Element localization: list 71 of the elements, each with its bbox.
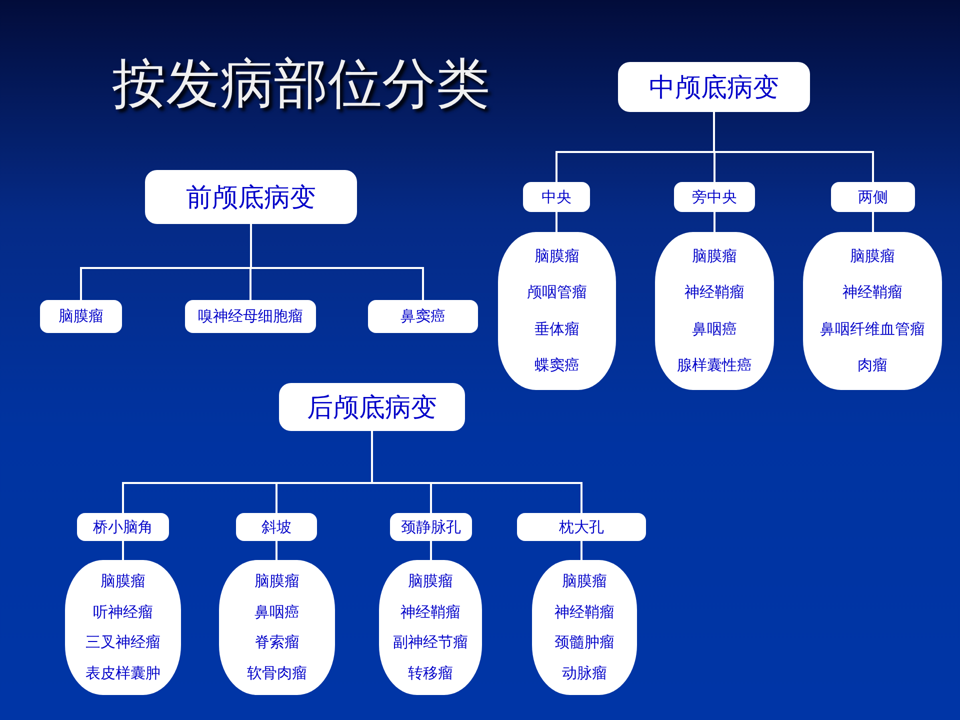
tumor-list-box xyxy=(532,560,637,695)
tumor-list-box xyxy=(803,232,942,390)
node-text: 蝶窦癌 xyxy=(534,356,580,376)
subcategory-box xyxy=(236,513,317,541)
subcategory-box xyxy=(517,513,646,541)
node-text: 嗅神经母细胞瘤 xyxy=(198,307,303,326)
node-text: 动脉瘤 xyxy=(562,664,607,684)
node-text: 旁中央 xyxy=(692,188,737,206)
connector-line xyxy=(430,541,432,560)
tumor-list-box xyxy=(498,232,616,390)
connector-line xyxy=(122,541,124,560)
connector-line xyxy=(580,541,582,560)
node-text: 桥小脑角 xyxy=(93,518,153,536)
connector-line xyxy=(714,212,716,232)
tumor-list-box xyxy=(379,560,482,695)
node-text: 脑膜瘤 xyxy=(408,572,453,591)
node-text: 脑膜瘤 xyxy=(100,572,146,591)
node-text: 脑膜瘤 xyxy=(254,572,300,591)
subcategory-box xyxy=(831,182,915,212)
tumor-list-box xyxy=(65,560,181,695)
node-text: 听神经瘤 xyxy=(93,602,153,622)
node-text: 前颅底病变 xyxy=(186,182,316,214)
node-text: 枕大孔 xyxy=(559,518,604,536)
node-text: 颈髓肿瘤 xyxy=(554,633,614,652)
connector-line xyxy=(276,541,278,560)
node-text: 脑膜瘤 xyxy=(850,246,895,266)
subcategory-box xyxy=(40,300,122,333)
subcategory-box xyxy=(185,300,316,333)
connector-line xyxy=(872,212,874,232)
node-text: 脑膜瘤 xyxy=(562,572,607,591)
node-text: 神经鞘瘤 xyxy=(400,602,460,622)
node-text: 鼻咽癌 xyxy=(254,602,300,622)
node-text: 鼻窦癌 xyxy=(400,307,446,326)
node-text: 颅咽管瘤 xyxy=(527,283,587,302)
category-box xyxy=(279,383,465,431)
node-text: 副神经节瘤 xyxy=(393,633,468,652)
node-text: 中颅底病变 xyxy=(649,72,779,104)
node-text: 垂体瘤 xyxy=(534,320,580,339)
node-text: 后颅底病变 xyxy=(307,392,437,424)
subcategory-box xyxy=(390,513,472,541)
node-text: 颈静脉孔 xyxy=(401,518,461,536)
tumor-list-box xyxy=(219,560,335,695)
subcategory-box xyxy=(523,182,590,212)
subcategory-box xyxy=(674,182,755,212)
node-text: 神经鞘瘤 xyxy=(842,283,902,302)
connector-line xyxy=(556,212,558,232)
node-text: 三叉神经瘤 xyxy=(86,633,160,652)
node-text: 脑膜瘤 xyxy=(692,246,737,266)
node-text: 脑膜瘤 xyxy=(58,307,104,326)
node-text: 神经鞘瘤 xyxy=(684,283,744,302)
node-text: 软骨肉瘤 xyxy=(247,664,307,684)
tumor-list-box xyxy=(655,232,774,390)
node-text: 斜坡 xyxy=(262,518,292,536)
node-text: 中央 xyxy=(542,188,572,206)
slide-title: 按发病部位分类 xyxy=(112,51,490,117)
node-text: 鼻咽纤维血管瘤 xyxy=(820,320,925,339)
node-text: 转移瘤 xyxy=(408,664,453,684)
subcategory-box xyxy=(77,513,169,541)
node-text: 鼻咽癌 xyxy=(692,320,737,339)
category-box xyxy=(145,170,357,224)
node-text: 肉瘤 xyxy=(858,356,888,376)
category-box xyxy=(618,62,810,112)
node-text: 腺样囊性癌 xyxy=(677,356,752,376)
node-text: 脑膜瘤 xyxy=(534,246,580,266)
connector-line xyxy=(250,224,424,300)
node-text: 表皮样囊肿 xyxy=(86,664,160,684)
subcategory-box xyxy=(368,300,478,333)
node-text: 脊索瘤 xyxy=(254,633,300,652)
node-text: 神经鞘瘤 xyxy=(554,602,614,622)
connector-line xyxy=(371,431,582,513)
node-text: 两侧 xyxy=(858,188,888,206)
